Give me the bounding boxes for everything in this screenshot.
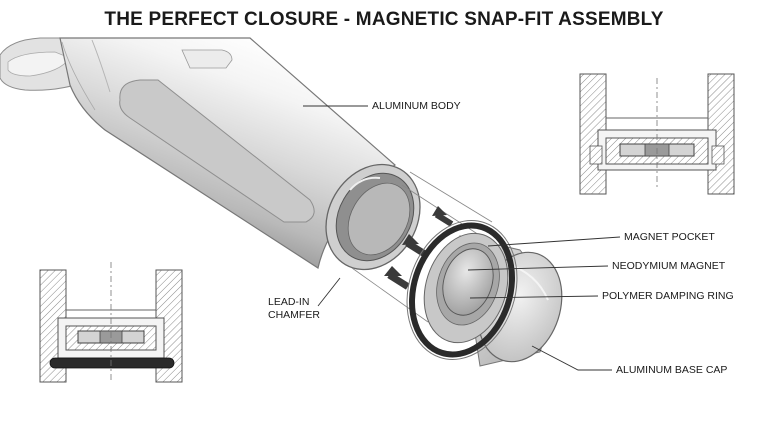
label-aluminum-base-cap: ALUMINUM BASE CAP xyxy=(616,364,728,376)
polymer-damping-ring xyxy=(406,220,518,360)
label-lead-in-chamfer: LEAD-IN CHAMFER xyxy=(268,296,320,322)
label-polymer-damping-ring: POLYMER DAMPING RING xyxy=(602,290,734,302)
aluminum-body xyxy=(0,37,421,271)
cross-section-open xyxy=(39,262,183,383)
label-magnet-pocket: MAGNET POCKET xyxy=(624,231,715,243)
label-lead-in-line2: CHAMFER xyxy=(268,309,320,321)
label-aluminum-body: ALUMINUM BODY xyxy=(372,100,461,112)
label-neodymium-magnet: NEODYMIUM MAGNET xyxy=(612,260,726,272)
label-lead-in-line1: LEAD-IN xyxy=(268,296,310,308)
leader-lines xyxy=(303,105,621,371)
page-title: THE PERFECT CLOSURE - MAGNETIC SNAP-FIT … xyxy=(104,9,664,30)
neodymium-magnet xyxy=(442,248,494,316)
cross-section-closed xyxy=(579,73,735,195)
insertion-arrows xyxy=(384,206,454,290)
